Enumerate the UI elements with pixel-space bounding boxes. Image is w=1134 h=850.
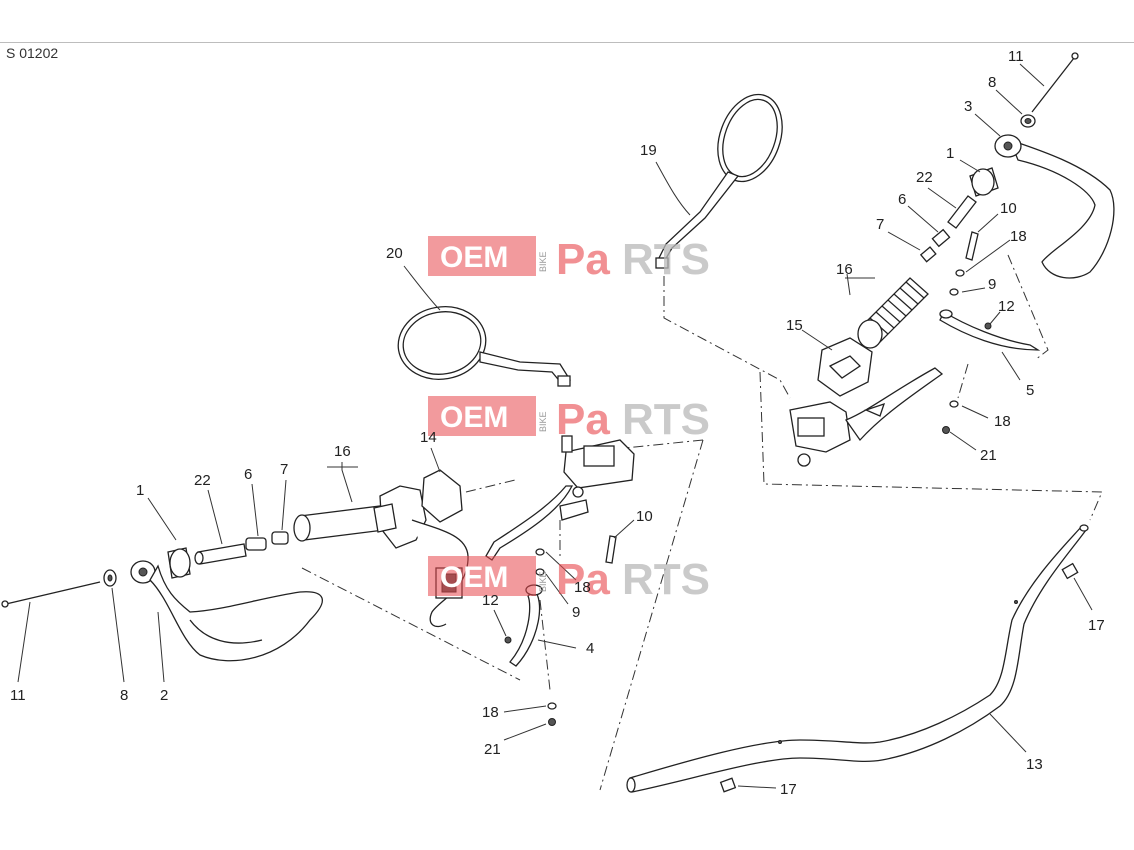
svg-text:BIKE: BIKE xyxy=(538,571,548,592)
callout-22-left: 22 xyxy=(194,472,211,489)
right-bar-end-bolt xyxy=(1031,52,1079,113)
callout-7-right: 7 xyxy=(876,216,884,233)
svg-text:BIKE: BIKE xyxy=(538,251,548,272)
callout-8-left: 8 xyxy=(120,687,128,704)
callout-3-right: 3 xyxy=(964,98,972,115)
right-small-parts xyxy=(942,231,992,434)
callout-5-right: 5 xyxy=(1026,382,1034,399)
callout-13: 13 xyxy=(1026,756,1043,773)
watermark-top: OEM BIKE Pa RTS xyxy=(428,235,710,284)
left-bar-end-bolt xyxy=(1,581,101,608)
callout-17-bottom: 17 xyxy=(780,781,797,798)
callout-18-right-upper: 18 xyxy=(1010,228,1027,245)
right-throttle-switch xyxy=(817,337,873,397)
svg-text:Pa: Pa xyxy=(556,395,610,444)
right-insert xyxy=(919,228,951,263)
right-brake-master-cylinder xyxy=(789,367,944,467)
callout-4: 4 xyxy=(586,640,594,657)
left-bar-end-weight xyxy=(167,547,191,579)
callout-1-right: 1 xyxy=(946,145,954,162)
svg-text:OEM: OEM xyxy=(440,401,508,434)
diagram-code: S 01202 xyxy=(6,45,59,61)
watermark-middle: OEM BIKE Pa RTS xyxy=(428,395,710,444)
header-rule xyxy=(0,42,1134,43)
callout-6-right: 6 xyxy=(898,191,906,208)
left-spacer-tube xyxy=(194,543,247,565)
assembly-lines xyxy=(301,254,1103,791)
svg-text:OEM: OEM xyxy=(440,241,508,274)
callout-22-right: 22 xyxy=(916,169,933,186)
right-mirror xyxy=(655,93,783,269)
callout-12-right: 12 xyxy=(998,298,1015,315)
callout-18-right-lower: 18 xyxy=(994,413,1011,430)
callout-10-right: 10 xyxy=(1000,200,1017,217)
watermark-bottom: OEM BIKE Pa RTS xyxy=(428,555,710,604)
left-grip xyxy=(293,503,397,542)
right-spacer-tube xyxy=(947,195,977,229)
callout-15-right: 15 xyxy=(786,317,803,334)
callout-2: 2 xyxy=(160,687,168,704)
callout-12-left: 12 xyxy=(482,592,499,609)
left-insert xyxy=(245,531,289,551)
left-small-parts xyxy=(504,535,617,726)
svg-text:RTS: RTS xyxy=(622,235,710,284)
callout-11-right: 11 xyxy=(1008,48,1024,65)
callout-21-right: 21 xyxy=(980,447,997,464)
callout-20: 20 xyxy=(386,245,403,262)
leader-lines xyxy=(17,63,1093,789)
callout-9-left: 9 xyxy=(572,604,580,621)
right-washer xyxy=(1020,114,1036,128)
left-clutch-master-cylinder xyxy=(485,435,635,561)
callout-11-left: 11 xyxy=(10,687,26,704)
left-mirror xyxy=(397,306,571,387)
callout-9-right: 9 xyxy=(988,276,996,293)
svg-text:RTS: RTS xyxy=(622,555,710,604)
callouts: 11 8 3 1 22 6 7 10 18 16 9 12 15 5 18 21… xyxy=(10,48,1105,798)
left-washer xyxy=(103,569,117,587)
callout-7-left: 7 xyxy=(280,461,288,478)
callout-18-left-upper: 18 xyxy=(574,579,591,596)
handlebar xyxy=(626,524,1089,793)
left-lever-guard xyxy=(509,584,543,667)
svg-text:BIKE: BIKE xyxy=(538,411,548,432)
callout-18-left-lower: 18 xyxy=(482,704,499,721)
callout-10-left: 10 xyxy=(636,508,653,525)
svg-text:OEM: OEM xyxy=(440,561,508,594)
svg-text:Pa: Pa xyxy=(556,555,610,604)
callout-16-left: 16 xyxy=(334,443,351,460)
right-handguard xyxy=(994,134,1115,279)
svg-text:RTS: RTS xyxy=(622,395,710,444)
callout-14: 14 xyxy=(420,429,437,446)
callout-1-left: 1 xyxy=(136,482,144,499)
callout-16-right: 16 xyxy=(836,261,853,278)
left-handguard xyxy=(130,560,323,662)
callout-8-right: 8 xyxy=(988,74,996,91)
right-bar-end-weight xyxy=(969,167,999,197)
callout-17-right: 17 xyxy=(1088,617,1105,634)
svg-text:Pa: Pa xyxy=(556,235,610,284)
callout-19: 19 xyxy=(640,142,657,159)
right-lever-guard xyxy=(939,309,1041,351)
handlebar-clips xyxy=(719,562,1079,793)
callout-21-left: 21 xyxy=(484,741,501,758)
right-grip xyxy=(857,277,929,349)
callout-6-left: 6 xyxy=(244,466,252,483)
left-switch xyxy=(379,469,469,628)
